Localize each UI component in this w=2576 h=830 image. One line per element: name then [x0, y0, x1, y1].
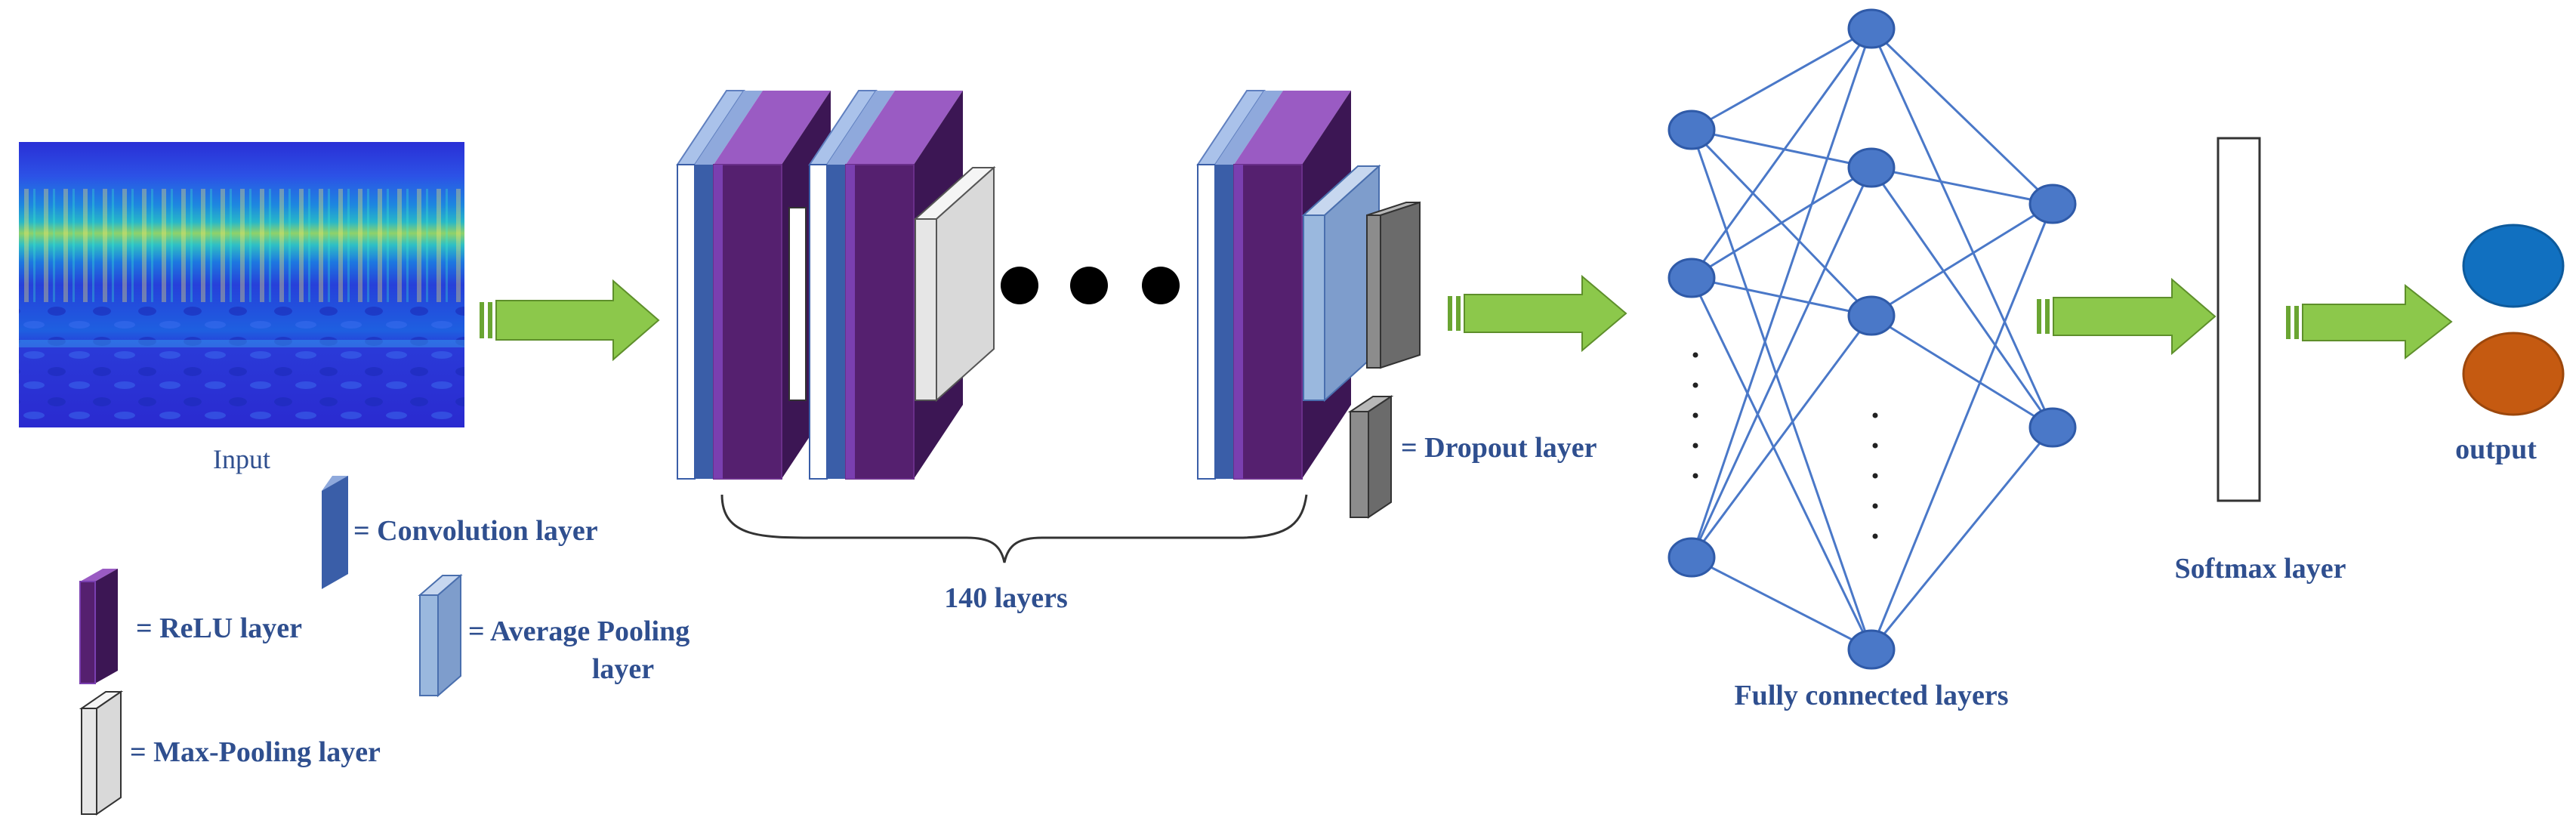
- output-class-2-node: [2462, 332, 2565, 416]
- max-pooling-legend-swatch: [79, 690, 124, 816]
- arrow-icon: [480, 279, 660, 362]
- fully-connected-label: Fully connected layers: [1734, 680, 2008, 711]
- relu-legend-swatch: [79, 569, 118, 684]
- output-class-1-node: [2462, 224, 2565, 308]
- ellipsis-dots: [1001, 267, 1180, 304]
- conv-block-2: [808, 90, 996, 480]
- input-spectrogram-image: [19, 142, 464, 427]
- fully-connected-ellipsis: [1692, 352, 1878, 539]
- layers-bracket: [720, 494, 1308, 563]
- average-pooling-legend-label-line2: layer: [592, 653, 654, 685]
- fully-connected-nodes: [1667, 8, 2077, 670]
- softmax-layer: [2217, 137, 2261, 502]
- convolution-legend-label: = Convolution layer: [353, 515, 598, 547]
- arrow-icon: [2037, 277, 2217, 356]
- fully-connected-network: [1690, 27, 2054, 651]
- arrow-icon: [1448, 274, 1627, 353]
- dropout-legend-swatch: [1347, 395, 1394, 519]
- layers-count-label: 140 layers: [944, 582, 1068, 614]
- conv-block-1: [676, 90, 831, 480]
- max-pooling-legend-label: = Max-Pooling layer: [130, 736, 381, 768]
- convolution-legend-swatch: [322, 476, 348, 589]
- softmax-label: Softmax layer: [2175, 553, 2346, 585]
- conv-block-3: [1196, 90, 1421, 480]
- average-pooling-legend-swatch: [418, 573, 463, 698]
- arrow-icon: [2286, 283, 2453, 360]
- dropout-legend-label: = Dropout layer: [1401, 432, 1597, 464]
- output-label: output: [2455, 434, 2537, 465]
- average-pooling-legend-label-line1: = Average Pooling: [468, 616, 690, 647]
- relu-legend-label: = ReLU layer: [136, 612, 302, 644]
- input-label: Input: [213, 444, 270, 474]
